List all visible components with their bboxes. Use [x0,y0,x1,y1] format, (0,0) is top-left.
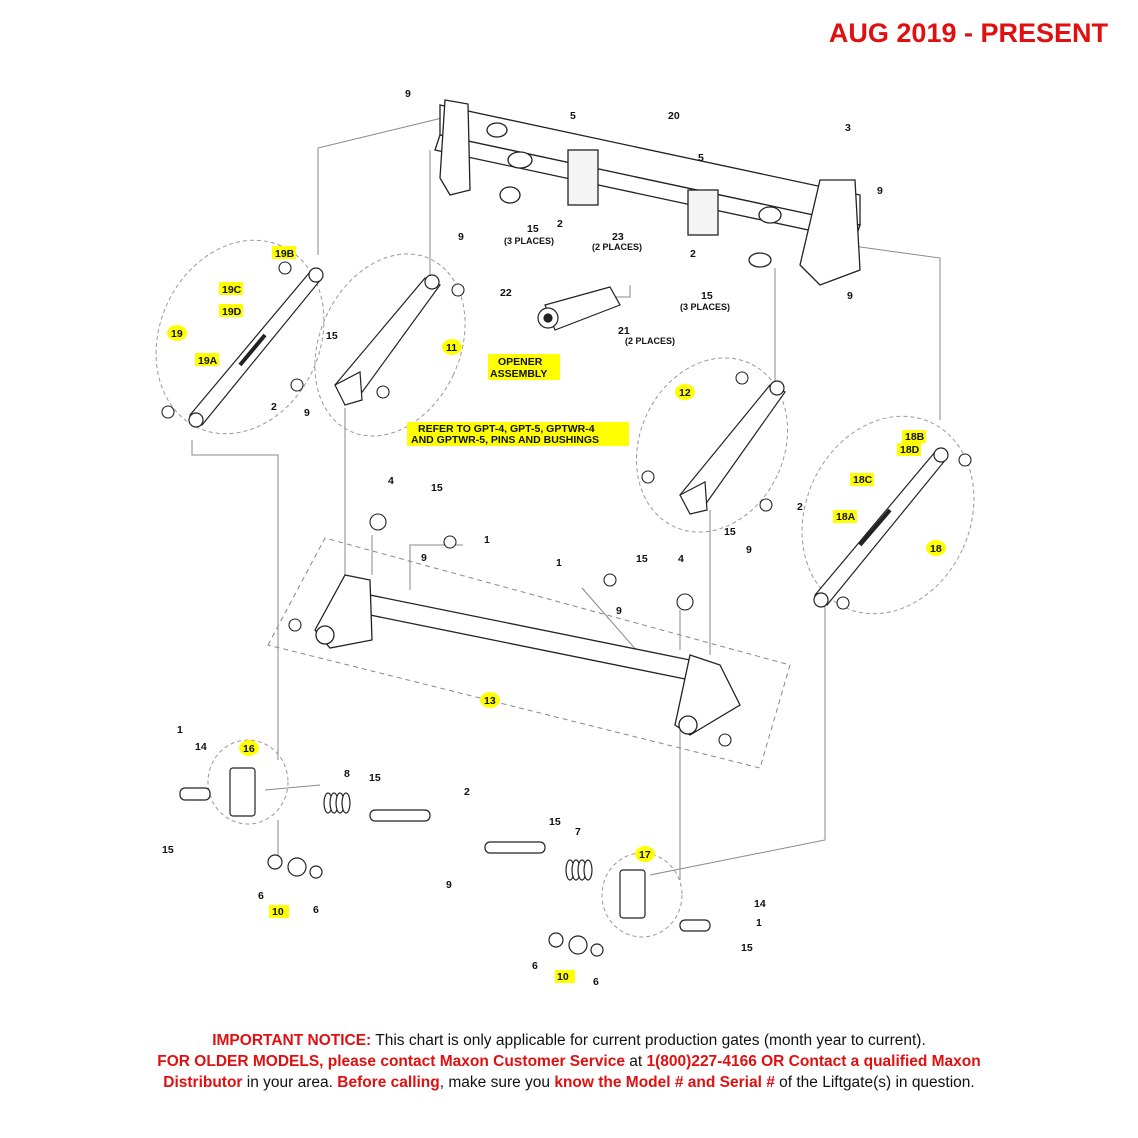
callout: 14 [754,898,766,910]
notice-line-3: Distributor in your area. Before calling… [163,1074,975,1091]
callout: 18D [900,444,920,456]
callout: 1 [556,557,562,569]
callout: 19A [198,355,218,367]
callout: 4 [678,553,684,565]
refer-note-line1: REFER TO GPT-4, GPT-5, GPTWR-4 [418,423,595,435]
lower-hardware [179,767,711,957]
opener-assembly [537,286,621,331]
callout: 16 [243,743,255,755]
important-notice: IMPORTANT NOTICE: This chart is only app… [0,1030,1138,1093]
callout: 2 [797,501,803,513]
callout: 3 [845,122,851,134]
callout: 19C [222,284,242,296]
opener-label-line2: ASSEMBLY [490,368,547,380]
callout: 1 [177,724,183,736]
callout: 23 [612,231,624,243]
group-12-boundary [635,357,789,533]
callout: 9 [421,552,427,564]
opener-label-line1: OPENER [498,356,543,368]
callout: 2 [557,218,563,230]
callout: 15 [741,942,753,954]
callout: 9 [877,185,883,197]
page-title: AUG 2019 - PRESENT [828,18,1108,48]
highlighted-callouts [167,246,946,983]
group-11-boundary [314,253,466,437]
arm-part-19 [188,267,324,428]
callout: 20 [668,110,680,122]
callout: 15 [162,844,174,856]
callout: 9 [458,231,464,243]
callout: 5 [698,152,704,164]
callout: 12 [679,387,691,399]
callout: 7 [575,826,581,838]
main-frame-part-20 [434,99,861,286]
callout: 18 [930,543,942,555]
callout: 11 [446,342,457,354]
callout: 1 [484,534,490,546]
group-19-boundary [155,239,325,435]
callout: 4 [388,475,394,487]
callout: 2 [464,786,470,798]
callout: 9 [847,290,853,302]
parts-diagram: 9 5 20 3 5 9 9 15 (3 PLACES) 2 23 (2 PLA… [155,88,975,988]
callout: 15 [431,482,443,494]
callout-caption: (3 PLACES) [504,236,554,246]
refer-note-line2: AND GPTWR-5, PINS AND BUSHINGS [411,434,599,446]
callout: 18C [853,474,873,486]
callout: 15 [701,290,713,302]
callout: 18A [836,511,856,523]
callout: 8 [344,768,350,780]
callout: 22 [500,287,512,299]
callout: 15 [549,816,561,828]
assembly-13-boundary [267,537,791,769]
callout: 19B [275,248,295,260]
callout: 2 [271,401,277,413]
notice-line-1: IMPORTANT NOTICE: This chart is only app… [212,1032,926,1049]
spring-part-8 [323,792,351,814]
callout-caption: (3 PLACES) [680,302,730,312]
arm-part-12 [679,380,786,515]
washers-left [267,854,323,879]
arm-part-18 [813,447,949,608]
callout: 15 [369,772,381,784]
callout: 21 [618,325,630,337]
callout: 6 [313,904,319,916]
notice-line-2: FOR OLDER MODELS, please contact Maxon C… [157,1053,981,1070]
callout: 15 [724,526,736,538]
callout: 19D [222,306,242,318]
callout: 2 [690,248,696,260]
callout: 9 [304,407,310,419]
callout: 6 [593,976,599,988]
callout-labels-lower: 19B 19C 19D 19 19A 11 15 2 9 OPENER ASSE… [162,248,942,988]
callout: 15 [326,330,338,342]
group-16-boundary [207,739,289,825]
callout-caption: (2 PLACES) [592,242,642,252]
callout: 5 [570,110,576,122]
group-18-boundary [801,415,975,615]
callout: 13 [484,695,496,707]
callout: 19 [171,328,183,340]
torque-tube-part-13 [314,574,741,736]
callout-labels: 9 5 20 3 5 9 9 15 (3 PLACES) 2 23 (2 PLA… [405,88,883,346]
callout: 17 [639,849,651,861]
callout: 10 [272,906,284,918]
callout: 9 [446,879,452,891]
callout: 14 [195,741,207,753]
bushings [161,261,972,747]
spring-part-7 [565,859,593,881]
callout-caption: (2 PLACES) [625,336,675,346]
washers-right [548,932,604,957]
callout: 10 [557,971,569,983]
callout: 6 [258,890,264,902]
callout: 6 [532,960,538,972]
callout: 9 [405,88,411,100]
callout: 18B [905,431,925,443]
callout: 1 [756,917,762,929]
callout: 9 [616,605,622,617]
arm-part-11 [334,274,441,406]
callout: 15 [636,553,648,565]
callout: 9 [746,544,752,556]
callout: 15 [527,223,539,235]
